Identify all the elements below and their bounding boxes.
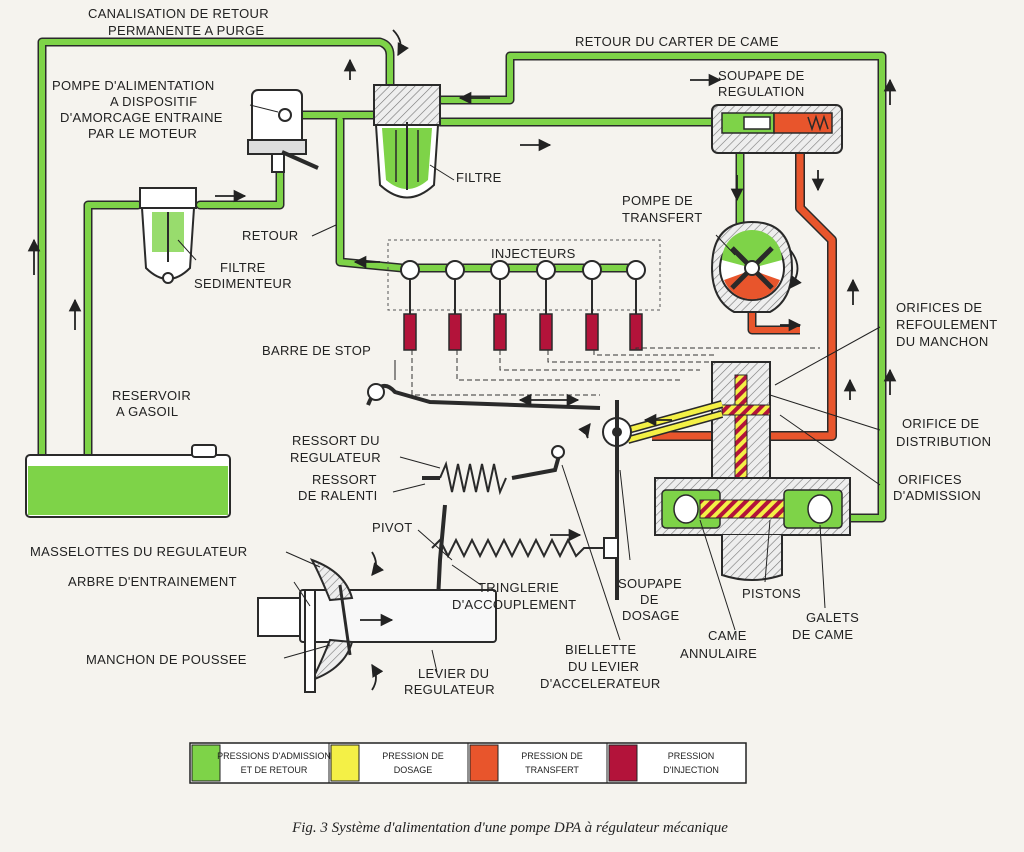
legend-label: DOSAGE bbox=[394, 765, 433, 775]
label-pompe-transfert: POMPE DE bbox=[622, 193, 693, 208]
label-biellette-2: DU LEVIER bbox=[568, 659, 639, 674]
label-soupape-dosage: SOUPAPE bbox=[618, 576, 682, 591]
injector bbox=[536, 260, 556, 351]
feed-pump bbox=[247, 89, 319, 173]
distributor-head bbox=[654, 361, 851, 581]
legend-item: PRESSION DE TRANSFERT bbox=[469, 744, 583, 782]
label-manchon: MANCHON DE POUSSEE bbox=[86, 652, 247, 667]
legend-label: ET DE RETOUR bbox=[241, 765, 308, 775]
label-orifice-dist-2: DISTRIBUTION bbox=[896, 434, 991, 449]
label-pompe-alim-2: A DISPOSITIF bbox=[110, 94, 197, 109]
label-injecteurs: INJECTEURS bbox=[491, 246, 576, 261]
label-masselottes: MASSELOTTES DU REGULATEUR bbox=[30, 544, 247, 559]
label-tringlerie-2: D'ACCOUPLEMENT bbox=[452, 597, 576, 612]
label-barre-stop: BARRE DE STOP bbox=[262, 343, 371, 358]
label-soupape-reg: SOUPAPE DE bbox=[718, 68, 805, 83]
injector bbox=[490, 260, 510, 351]
label-pivot: PIVOT bbox=[372, 520, 413, 535]
label-soupape-dosage-2: DE bbox=[640, 592, 659, 607]
label-canalisation-2: PERMANENTE A PURGE bbox=[108, 23, 264, 38]
label-retour: RETOUR bbox=[242, 228, 298, 243]
legend-label: PRESSION DE bbox=[382, 751, 444, 761]
label-pompe-transfert-2: TRANSFERT bbox=[622, 210, 702, 225]
legend-label: PRESSION bbox=[668, 751, 715, 761]
label-reservoir-2: A GASOIL bbox=[116, 404, 178, 419]
label-ressort-ral: RESSORT bbox=[312, 472, 377, 487]
label-filtre-sed-2: SEDIMENTEUR bbox=[194, 276, 292, 291]
label-galets-2: DE CAME bbox=[792, 627, 853, 642]
label-retour-carter: RETOUR DU CARTER DE CAME bbox=[575, 34, 779, 49]
label-ressort-ral-2: DE RALENTI bbox=[298, 488, 378, 503]
label-biellette-3: D'ACCELERATEUR bbox=[540, 676, 661, 691]
label-soupape-dosage-3: DOSAGE bbox=[622, 608, 679, 623]
injector bbox=[582, 260, 602, 351]
label-pistons: PISTONS bbox=[742, 586, 801, 601]
transfer-pump bbox=[710, 220, 794, 313]
legend-item: PRESSION D'INJECTION bbox=[608, 744, 719, 782]
legend-label: PRESSIONS D'ADMISSION bbox=[217, 751, 331, 761]
injection-lines bbox=[411, 347, 820, 396]
label-arbre: ARBRE D'ENTRAINEMENT bbox=[68, 574, 237, 589]
label-orifices-ref-3: DU MANCHON bbox=[896, 334, 989, 349]
legend-item: PRESSIONS D'ADMISSION ET DE RETOUR bbox=[191, 744, 331, 782]
label-canalisation: CANALISATION DE RETOUR bbox=[88, 6, 269, 21]
label-levier-2: REGULATEUR bbox=[404, 682, 495, 697]
label-orifices-adm-2: D'ADMISSION bbox=[893, 488, 981, 503]
injector bbox=[400, 260, 420, 351]
main-filter bbox=[373, 84, 441, 199]
legend-swatch bbox=[469, 744, 499, 782]
label-pompe-alim-3: D'AMORCAGE ENTRAINE bbox=[60, 110, 223, 125]
legend-label: TRANSFERT bbox=[525, 765, 579, 775]
flow-arrows bbox=[27, 29, 897, 691]
label-orifices-ref-2: REFOULEMENT bbox=[896, 317, 998, 332]
sediment-filter bbox=[139, 187, 197, 284]
label-filtre-sed: FILTRE bbox=[220, 260, 266, 275]
legend-swatch bbox=[608, 744, 638, 782]
label-reservoir: RESERVOIR bbox=[112, 388, 191, 403]
label-came-2: ANNULAIRE bbox=[680, 646, 757, 661]
legend-label: PRESSION DE bbox=[521, 751, 583, 761]
label-came: CAME bbox=[708, 628, 747, 643]
label-pompe-alim: POMPE D'ALIMENTATION bbox=[52, 78, 215, 93]
governor-weights bbox=[257, 558, 497, 693]
label-ressort-reg-2: REGULATEUR bbox=[290, 450, 381, 465]
figure-caption: Fig. 3 Système d'alimentation d'une pomp… bbox=[291, 820, 728, 836]
label-biellette: BIELLETTE bbox=[565, 642, 636, 657]
metering-valve bbox=[602, 400, 724, 600]
legend-swatch bbox=[330, 744, 360, 782]
label-galets: GALETS bbox=[806, 610, 859, 625]
label-orifice-dist: ORIFICE DE bbox=[902, 416, 979, 431]
label-pompe-alim-4: PAR LE MOTEUR bbox=[88, 126, 197, 141]
leader-lines bbox=[177, 104, 881, 673]
legend-label: D'INJECTION bbox=[663, 765, 719, 775]
injector bbox=[445, 260, 465, 351]
legend-item: PRESSION DE DOSAGE bbox=[330, 744, 444, 782]
reservoir bbox=[25, 444, 231, 518]
label-soupape-reg-2: REGULATION bbox=[718, 84, 805, 99]
label-orifices-adm: ORIFICES bbox=[898, 472, 962, 487]
admission-return-pipes bbox=[37, 37, 887, 523]
injectors-group bbox=[387, 239, 661, 351]
label-ressort-reg: RESSORT DU bbox=[292, 433, 380, 448]
label-orifices-ref: ORIFICES DE bbox=[896, 300, 982, 315]
injector bbox=[626, 260, 646, 351]
legend-swatch bbox=[191, 744, 221, 782]
label-tringlerie: TRINGLERIE bbox=[478, 580, 559, 595]
label-filtre: FILTRE bbox=[456, 170, 502, 185]
label-levier: LEVIER DU bbox=[418, 666, 489, 681]
regulating-valve bbox=[711, 104, 843, 154]
labels: CANALISATION DE RETOUR PERMANENTE A PURG… bbox=[30, 6, 998, 697]
governor-linkage bbox=[300, 383, 619, 641]
